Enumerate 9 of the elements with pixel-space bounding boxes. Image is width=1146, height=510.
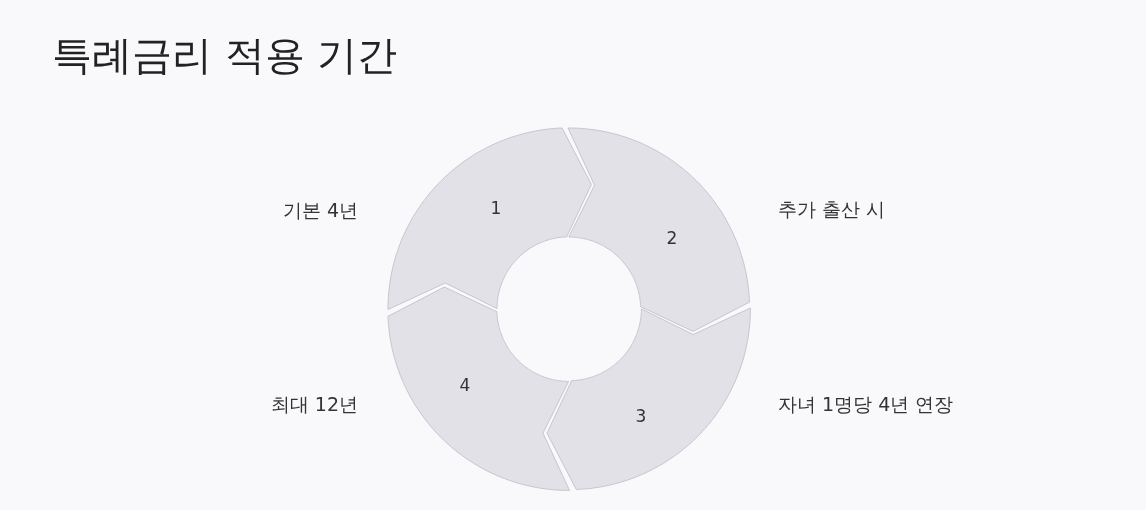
title: 특례금리 적용 기간 [52, 31, 398, 80]
step-label: 최대 12년 [270, 392, 358, 417]
step-number: 4 [459, 375, 471, 395]
step-number: 2 [666, 228, 678, 248]
step-number: 3 [635, 406, 647, 426]
step-number: 1 [490, 198, 502, 218]
step-label: 추가 출산 시 [778, 197, 886, 222]
step-label: 자녀 1명당 4년 연장 [778, 392, 954, 417]
step-label: 기본 4년 [282, 198, 358, 223]
